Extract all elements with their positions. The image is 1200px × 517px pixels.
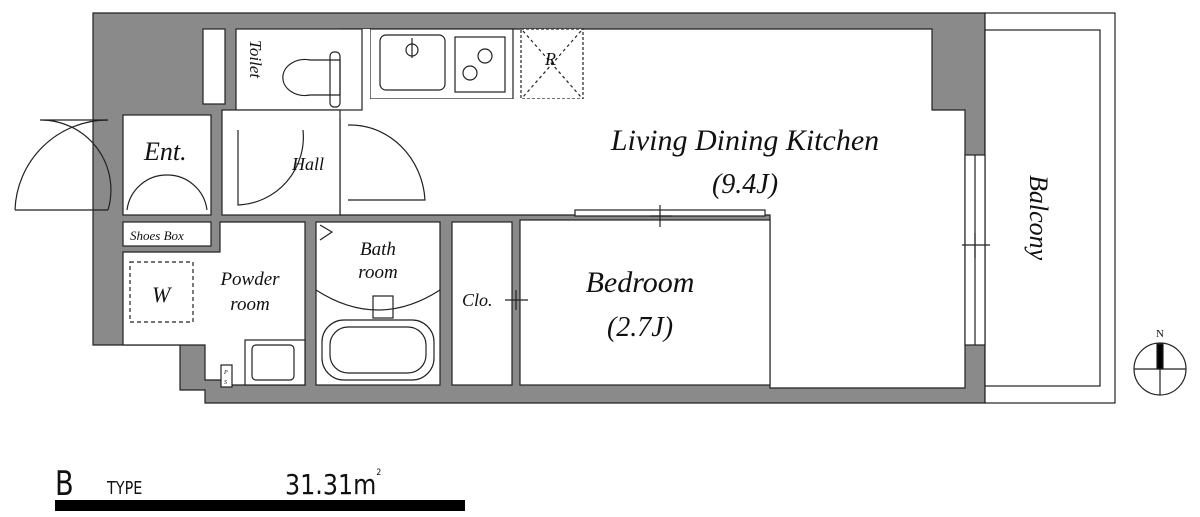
toilet-room xyxy=(235,28,363,111)
bath-label: Bath xyxy=(360,239,396,260)
pipe-space-label-2: S xyxy=(224,380,227,386)
pipe-space xyxy=(220,364,233,388)
fixtures xyxy=(14,30,990,381)
shoes-box-label: Shoes Box xyxy=(130,228,184,243)
area-number: 31.31m xyxy=(285,468,377,501)
type-label: TYPE xyxy=(107,478,143,499)
footer-underline xyxy=(55,500,465,511)
closet-label: Clo. xyxy=(462,290,493,310)
type-letter: B xyxy=(55,464,74,504)
sink-cabinet xyxy=(244,339,306,386)
shoes-box xyxy=(122,221,212,247)
bath-label-2: room xyxy=(358,262,397,283)
bedroom-area xyxy=(519,219,771,386)
area-value: 31.31m2 xyxy=(285,468,381,501)
bedroom-label: Bedroom xyxy=(586,266,695,299)
balcony-label: Balcony xyxy=(1024,175,1053,261)
ldk-label: Living Dining Kitchen xyxy=(610,124,879,157)
hall-area xyxy=(221,109,341,216)
ldk-size: (9.4J) xyxy=(712,169,778,200)
pipe-space-label: P xyxy=(223,370,228,376)
hall-label: Hall xyxy=(291,154,324,174)
bedroom-size: (2.7J) xyxy=(607,312,673,343)
compass xyxy=(1133,342,1187,396)
powder-room-label: Powder xyxy=(219,269,280,290)
washer-label: W xyxy=(152,282,172,307)
fridge-label: R xyxy=(544,49,556,69)
area-unit-sup: 2 xyxy=(376,468,382,478)
closet xyxy=(451,221,513,386)
bedroom-sliding-door[interactable] xyxy=(574,209,766,217)
compass-north-label: N xyxy=(1156,328,1164,340)
washer-space xyxy=(129,261,194,323)
entrance-label: Ent. xyxy=(143,137,187,166)
storage-slot xyxy=(202,28,226,105)
kitchen-counter xyxy=(369,28,514,100)
entrance-area xyxy=(122,114,212,216)
powder-room-label-2: room xyxy=(230,294,269,315)
toilet-label: Toilet xyxy=(246,40,265,79)
